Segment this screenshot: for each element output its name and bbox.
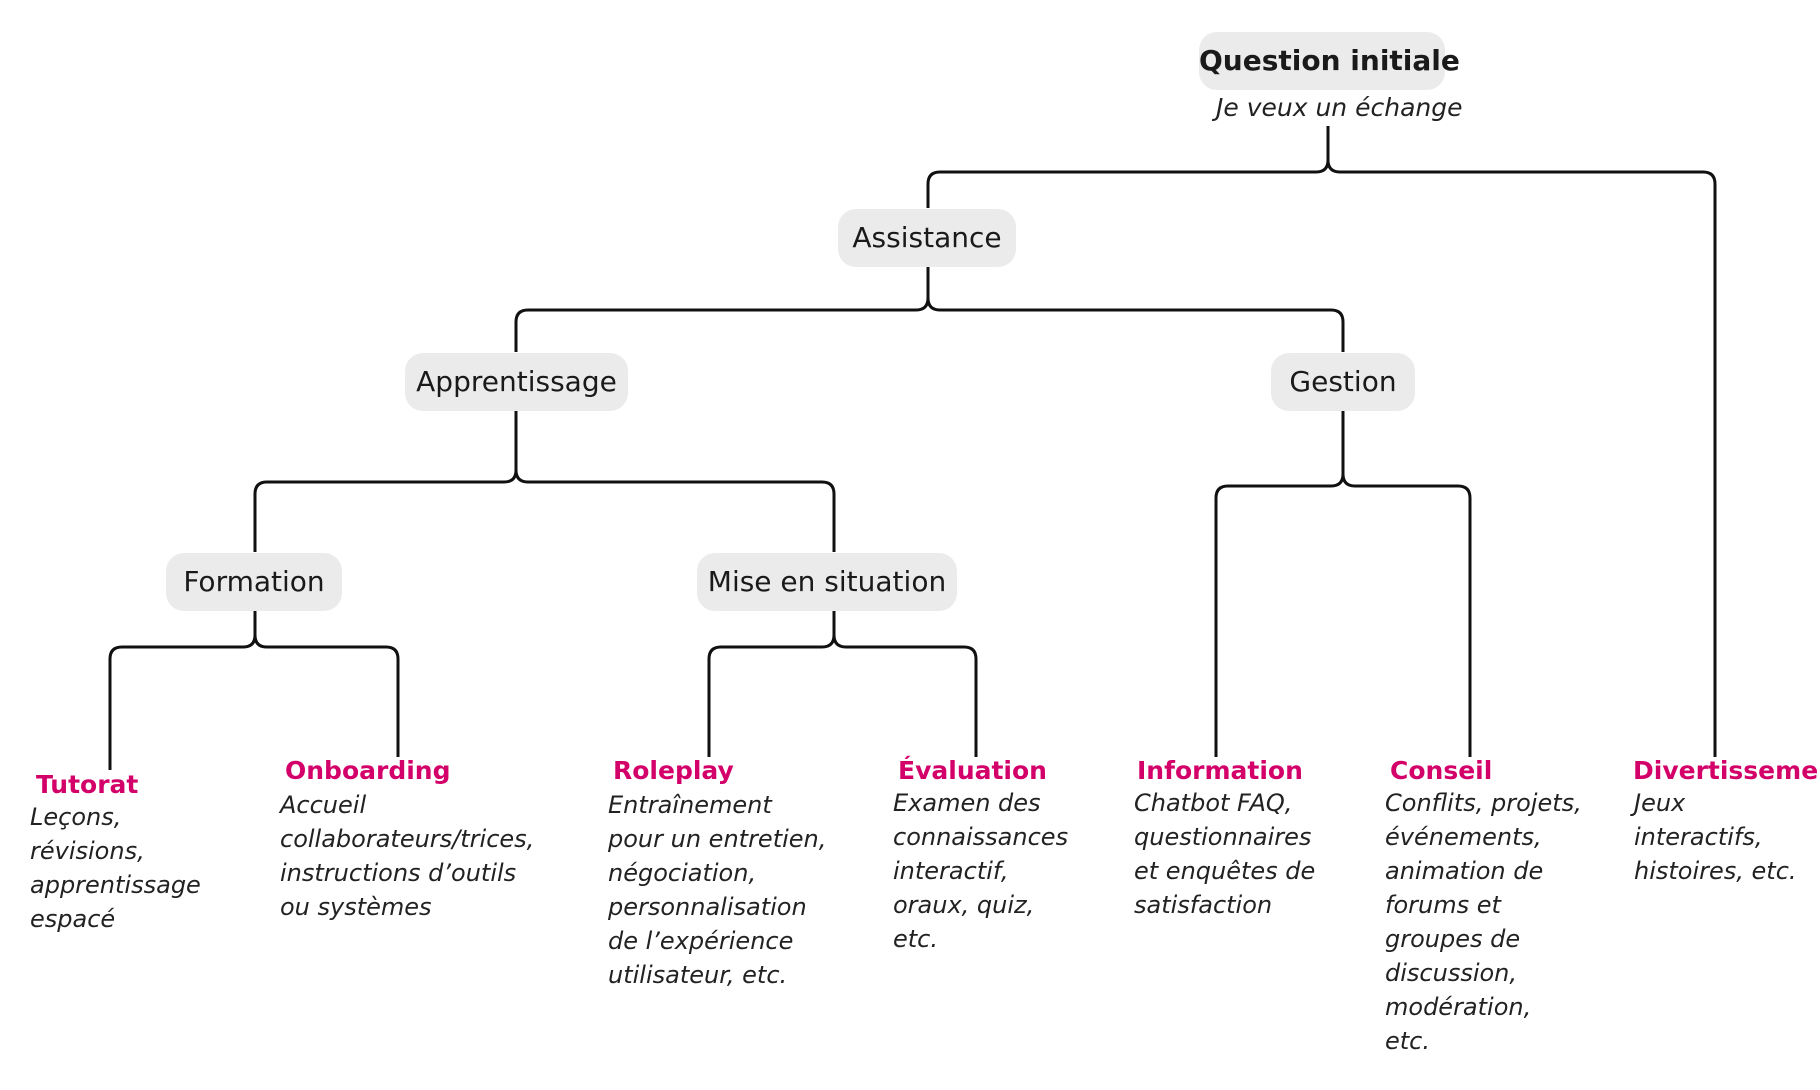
leaf-tutorat-title: Tutorat <box>36 770 139 799</box>
node-assistance: Assistance <box>838 209 1016 267</box>
connector-assistance <box>514 266 930 352</box>
leaf-roleplay-title: Roleplay <box>613 756 734 785</box>
leaf-divertissement-title: Divertissement <box>1633 756 1820 785</box>
connector-mise-right <box>832 634 978 757</box>
root-node: Question initiale <box>1199 32 1460 90</box>
node-gestion: Gestion <box>1271 353 1415 411</box>
leaf-information-desc: Chatbot FAQ,questionnaires et enquêtes d… <box>1134 789 1316 919</box>
node-formation: Formation <box>166 553 342 611</box>
connector-root <box>926 126 1330 208</box>
leaf-conseil-desc: Conflits, projets,événements, animation … <box>1385 789 1582 1055</box>
node-mise-en-situation: Mise en situation <box>697 553 957 611</box>
connector-mise <box>707 610 836 757</box>
connector-assistance-right <box>926 297 1345 352</box>
connector-apprentissage-right <box>514 469 836 552</box>
leaf-divertissement-desc: Jeux interactifs,histoires, etc. <box>1634 789 1797 885</box>
connector-apprentissage <box>253 410 518 552</box>
root-subtitle: Je veux un échange <box>1216 93 1463 122</box>
connector-formation <box>108 610 257 770</box>
node-apprentissage: Apprentissage <box>405 353 628 411</box>
leaf-information-title: Information <box>1137 756 1303 785</box>
leaf-conseil-title: Conseil <box>1390 756 1493 785</box>
leaf-evaluation-title: Évaluation <box>898 756 1047 785</box>
connector-gestion <box>1214 410 1345 757</box>
leaf-onboarding-title: Onboarding <box>285 756 451 785</box>
connector-gestion-right <box>1341 473 1472 757</box>
connector-root-right <box>1326 159 1717 757</box>
connector-formation-right <box>253 634 400 757</box>
